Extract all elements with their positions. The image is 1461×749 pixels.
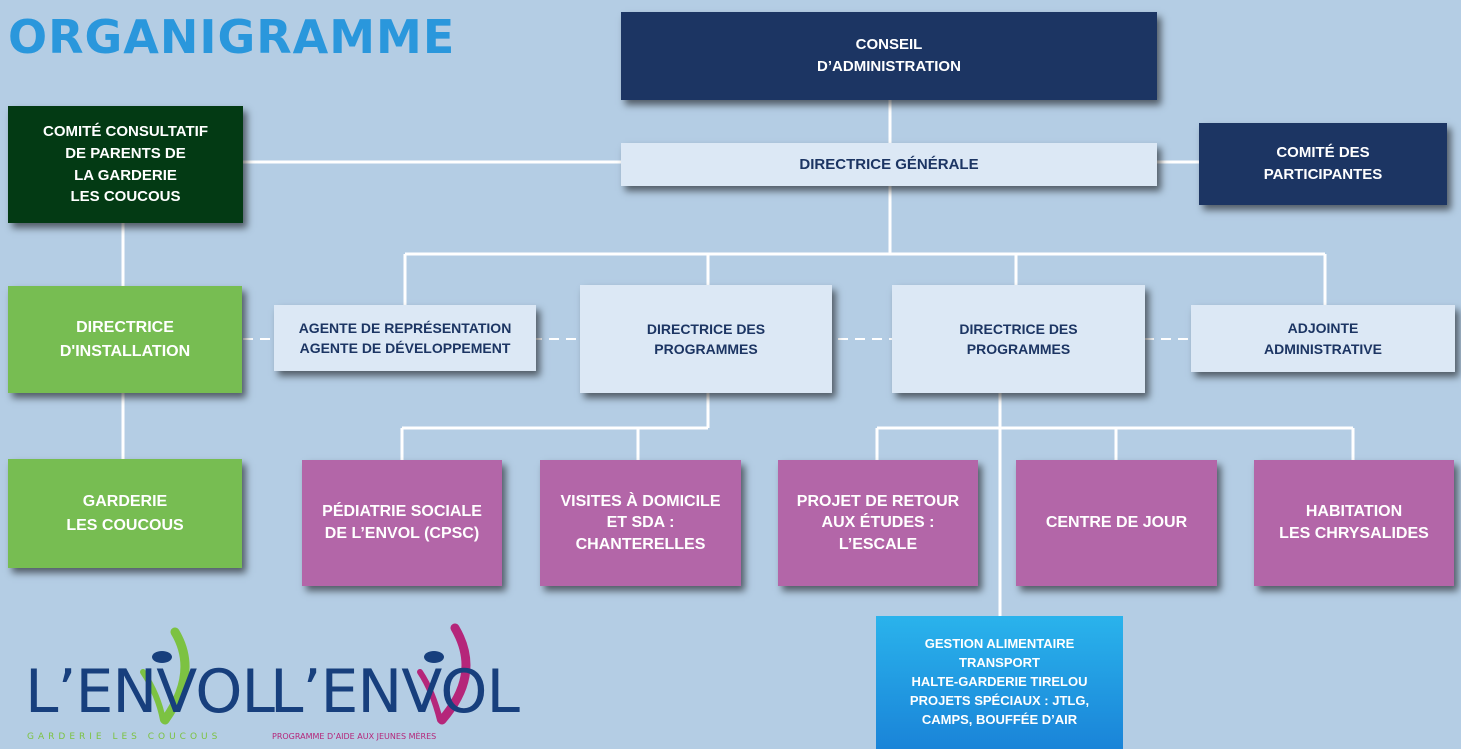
box-directrice-installation: DIRECTRICE D'INSTALLATION xyxy=(8,286,242,393)
box-line: PÉDIATRIE SOCIALE xyxy=(322,503,482,521)
box-projet-retour-etudes: PROJET DE RETOUR AUX ÉTUDES : L’ESCALE xyxy=(778,460,978,586)
logo-swoosh-green xyxy=(140,627,190,725)
box-line: ADJOINTE xyxy=(1287,320,1359,337)
box-line: AGENTE DE REPRÉSENTATION xyxy=(298,319,512,336)
box-line: AUX ÉTUDES : xyxy=(821,514,935,532)
box-line: DE L’ENVOL (CPSC) xyxy=(324,525,480,542)
box-line: HALTE-GARDERIE TIRELOU xyxy=(911,674,1088,690)
box-directrice-generale: DIRECTRICE GÉNÉRALE xyxy=(621,143,1157,186)
box-habitation-chrysalides: HABITATION LES CHRYSALIDES xyxy=(1254,460,1454,586)
box-line: LES COUCOUS xyxy=(70,188,181,206)
box-line: DE PARENTS DE xyxy=(65,144,186,162)
box-adjointe-administrative: ADJOINTE ADMINISTRATIVE xyxy=(1191,305,1455,372)
logo-wordmark: L’ENVOL xyxy=(25,657,275,727)
box-line: COMITÉ DES xyxy=(1276,144,1370,162)
box-line: PROGRAMMES xyxy=(654,341,758,357)
box-line: PARTICIPANTES xyxy=(1263,166,1383,183)
logo-tagline: GARDERIE LES COUCOUS xyxy=(27,732,222,742)
box-line: DIRECTRICE xyxy=(76,319,174,337)
box-line: D’ADMINISTRATION xyxy=(817,58,961,75)
box-line: PROGRAMMES xyxy=(966,341,1071,357)
box-line: ET SDA : xyxy=(606,514,675,532)
box-line: GARDERIE xyxy=(82,493,168,511)
logo-tagline: PROGRAMME D’AIDE AUX JEUNES MÈRES xyxy=(272,732,437,741)
box-visites-domicile: VISITES À DOMICILE ET SDA : CHANTERELLES xyxy=(540,460,741,586)
logo-swoosh-magenta xyxy=(417,623,471,725)
logo-wordmark: L’ENVOL xyxy=(270,657,520,727)
box-directrice-programmes-1: DIRECTRICE DES PROGRAMMES xyxy=(580,285,832,393)
box-line: PROJETS SPÉCIAUX : JTLG, xyxy=(909,692,1090,708)
box-line: LES CHRYSALIDES xyxy=(1279,525,1429,542)
box-line: CENTRE DE JOUR xyxy=(1045,514,1188,532)
box-line: TRANSPORT xyxy=(959,655,1040,671)
box-line: HABITATION xyxy=(1305,503,1403,521)
box-line: DIRECTRICE DES xyxy=(959,320,1078,337)
box-agente: AGENTE DE REPRÉSENTATION AGENTE DE DÉVEL… xyxy=(274,305,536,371)
box-line: LES COUCOUS xyxy=(66,516,184,534)
box-line: DIRECTRICE GÉNÉRALE xyxy=(799,155,979,173)
box-line: VISITES À DOMICILE xyxy=(560,492,721,510)
box-line: AGENTE DE DÉVELOPPEMENT xyxy=(299,340,511,356)
logo-envol-garderie: L’ENVOL GARDERIE LES COUCOUS xyxy=(25,622,275,749)
box-line: CAMPS, BOUFFÉE D’AIR xyxy=(921,711,1078,727)
box-gestion-alimentaire: GESTION ALIMENTAIRE TRANSPORT HALTE-GARD… xyxy=(876,616,1123,749)
box-line: ADMINISTRATIVE xyxy=(1264,340,1382,357)
box-comite-participantes: COMITÉ DES PARTICIPANTES xyxy=(1199,123,1447,205)
logo-envol-programme: L’ENVOL PROGRAMME D’AIDE AUX JEUNES MÈRE… xyxy=(270,622,520,749)
box-garderie-coucous: GARDERIE LES COUCOUS xyxy=(8,459,242,568)
box-conseil-administration: CONSEIL D’ADMINISTRATION xyxy=(621,12,1157,100)
box-line: L’ESCALE xyxy=(838,535,918,553)
box-pediatrie-sociale: PÉDIATRIE SOCIALE DE L’ENVOL (CPSC) xyxy=(302,460,502,586)
box-line: COMITÉ CONSULTATIF xyxy=(43,123,208,140)
box-line: DIRECTRICE DES xyxy=(646,320,766,337)
box-line: PROJET DE RETOUR xyxy=(796,492,960,510)
box-line: GESTION ALIMENTAIRE xyxy=(924,636,1075,652)
box-centre-de-jour: CENTRE DE JOUR xyxy=(1016,460,1217,586)
box-line: D'INSTALLATION xyxy=(59,342,191,360)
box-line: CONSEIL xyxy=(855,36,923,54)
box-directrice-programmes-2: DIRECTRICE DES PROGRAMMES xyxy=(892,285,1145,393)
box-comite-consultatif: COMITÉ CONSULTATIF DE PARENTS DE LA GARD… xyxy=(8,106,243,223)
page-title: ORGANIGRAMME xyxy=(8,10,456,64)
box-line: CHANTERELLES xyxy=(575,535,706,553)
box-line: LA GARDERIE xyxy=(74,166,177,184)
